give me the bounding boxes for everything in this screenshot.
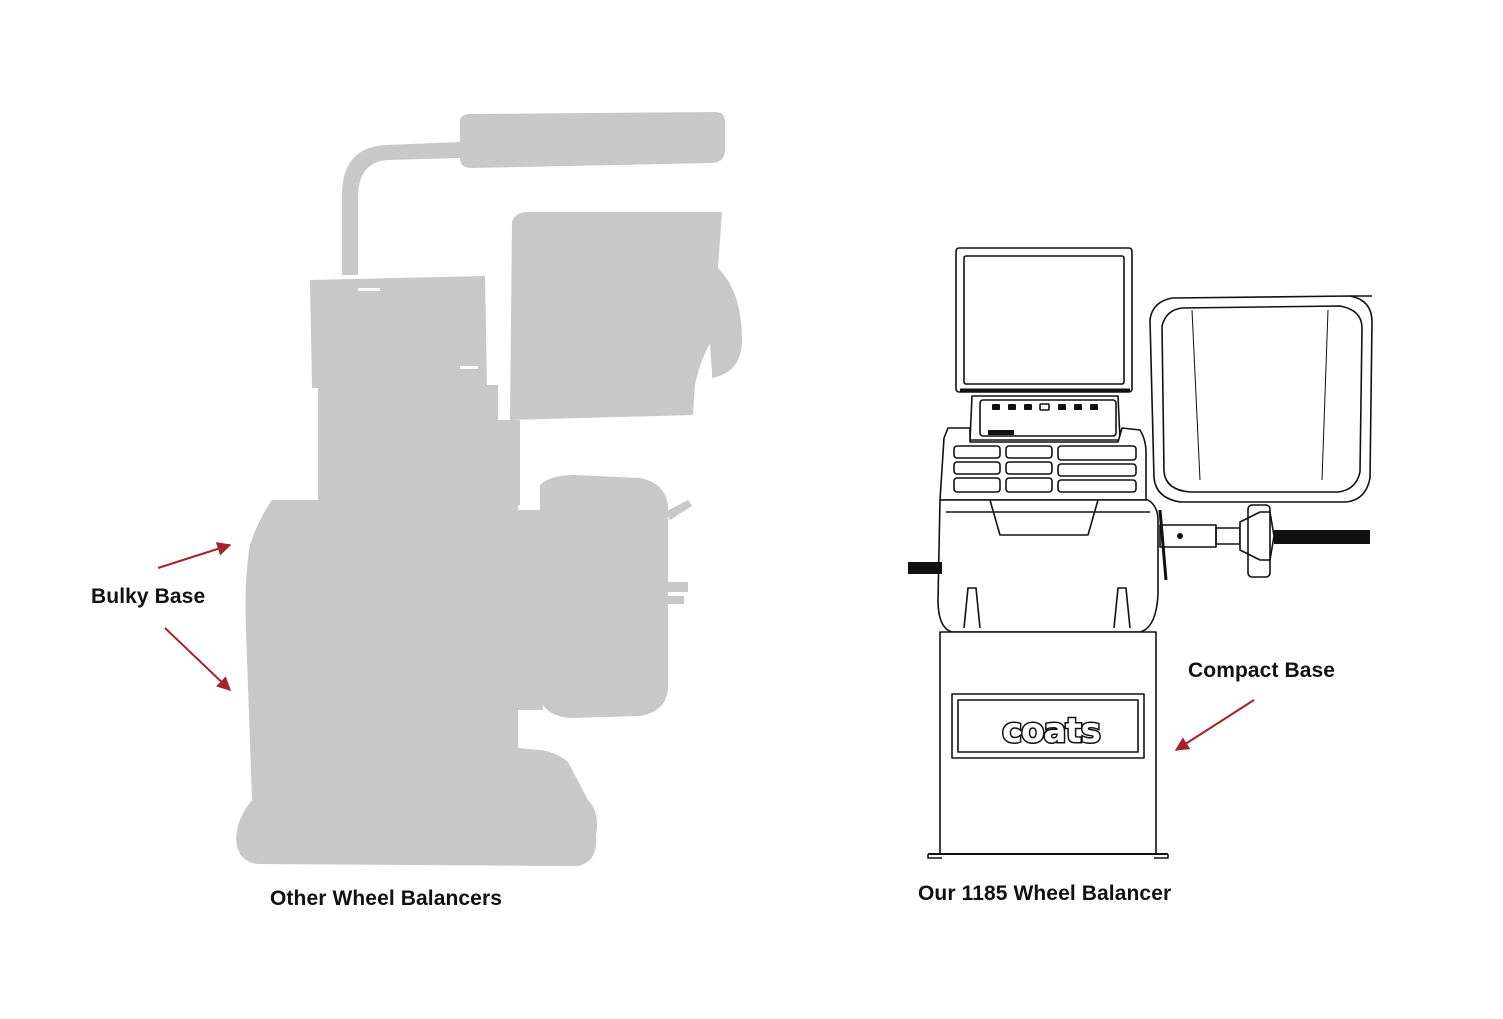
compact-base-label: Compact Base [1188, 659, 1336, 682]
our-balancer-caption: Our 1185 Wheel Balancer [918, 882, 1172, 905]
bulky-base-arrow-lower [164, 627, 232, 691]
bulky-base-arrow-upper [157, 542, 232, 569]
silhouette-cutouts [358, 288, 478, 369]
coats-1185-balancer-drawing [908, 247, 1373, 859]
annotation-arrows [157, 542, 1255, 751]
bulky-base-label: Bulky Base [91, 585, 206, 608]
compact-base-arrow [1174, 699, 1255, 751]
other-balancer-silhouette [236, 112, 742, 866]
other-balancers-caption: Other Wheel Balancers [270, 887, 503, 910]
coats-logo: coats [1002, 711, 1100, 751]
